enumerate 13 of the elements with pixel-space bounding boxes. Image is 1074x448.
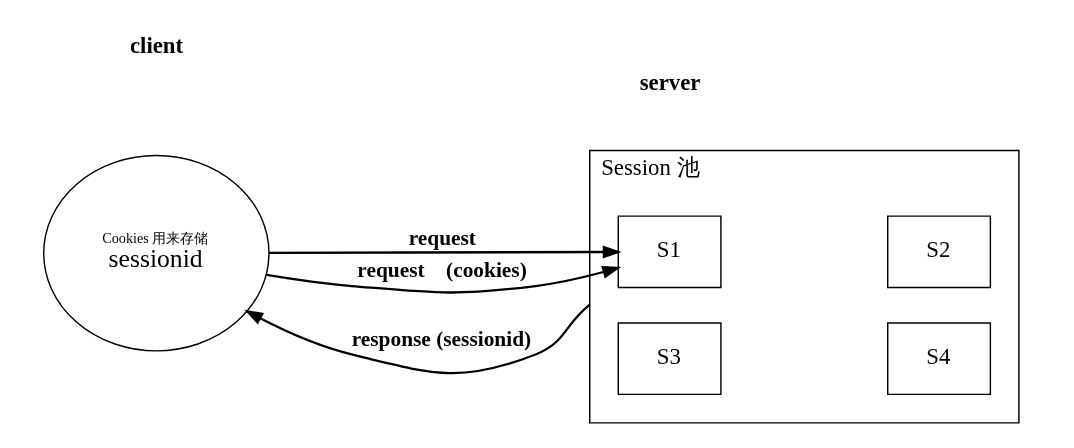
node-box: S2 — [887, 215, 992, 289]
node-box: S1 — [617, 215, 722, 289]
arrow — [269, 245, 622, 259]
node-ellipse: Cookies 用来存储 sessionid — [43, 154, 270, 352]
label: client — [129, 33, 184, 59]
arrow — [244, 303, 591, 375]
label: server — [639, 70, 701, 96]
edge-label: response (sessionid) — [351, 326, 532, 351]
node-box: S3 — [617, 322, 722, 396]
edge-label: request — [408, 225, 476, 250]
arrow — [266, 265, 622, 294]
edge-label: request (cookies) — [357, 258, 527, 283]
node-box: S4 — [887, 322, 992, 396]
